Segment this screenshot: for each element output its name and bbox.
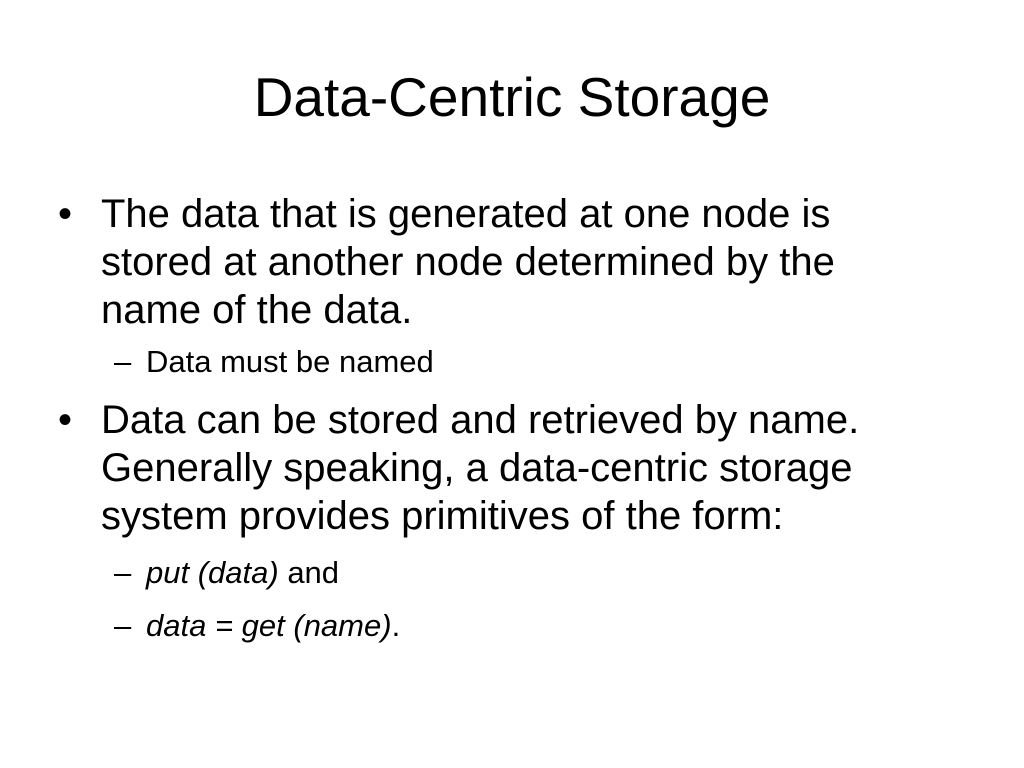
sub-bullet-text: Data must be named <box>146 344 434 379</box>
bullet-line: stored at another node determined by the <box>101 240 835 284</box>
sub-bullet-marker: – <box>114 608 132 643</box>
sub-bullet-marker: – <box>114 555 132 590</box>
slide-title: Data-Centric Storage <box>253 66 771 128</box>
sub-bullet-text: and <box>278 555 340 590</box>
sub-bullet-text: . <box>391 608 401 643</box>
bullet-line: name of the data. <box>101 288 413 332</box>
bullet-marker: • <box>58 192 73 236</box>
sub-bullet-italic-text: data = get (name) <box>146 608 392 643</box>
bullet-text: The data that is generated at one node i… <box>101 190 981 334</box>
bullet-marker: • <box>58 398 73 442</box>
bullet-line: Data can be stored and retrieved by name… <box>101 398 860 442</box>
sub-bullet-item: –put (data) and <box>114 553 974 593</box>
bullet-text: Data can be stored and retrieved by name… <box>101 396 981 540</box>
bullet-line: Generally speaking, a data-centric stora… <box>101 446 853 490</box>
sub-bullet-item: –data = get (name). <box>114 606 974 646</box>
sub-bullet-marker: – <box>114 344 132 379</box>
sub-bullet-italic-text: put (data) <box>146 555 279 590</box>
bullet-line: system provides primitives of the form: <box>101 494 784 538</box>
bullet-line: The data that is generated at one node i… <box>101 192 831 236</box>
sub-bullet-item: –Data must be named <box>114 342 974 382</box>
